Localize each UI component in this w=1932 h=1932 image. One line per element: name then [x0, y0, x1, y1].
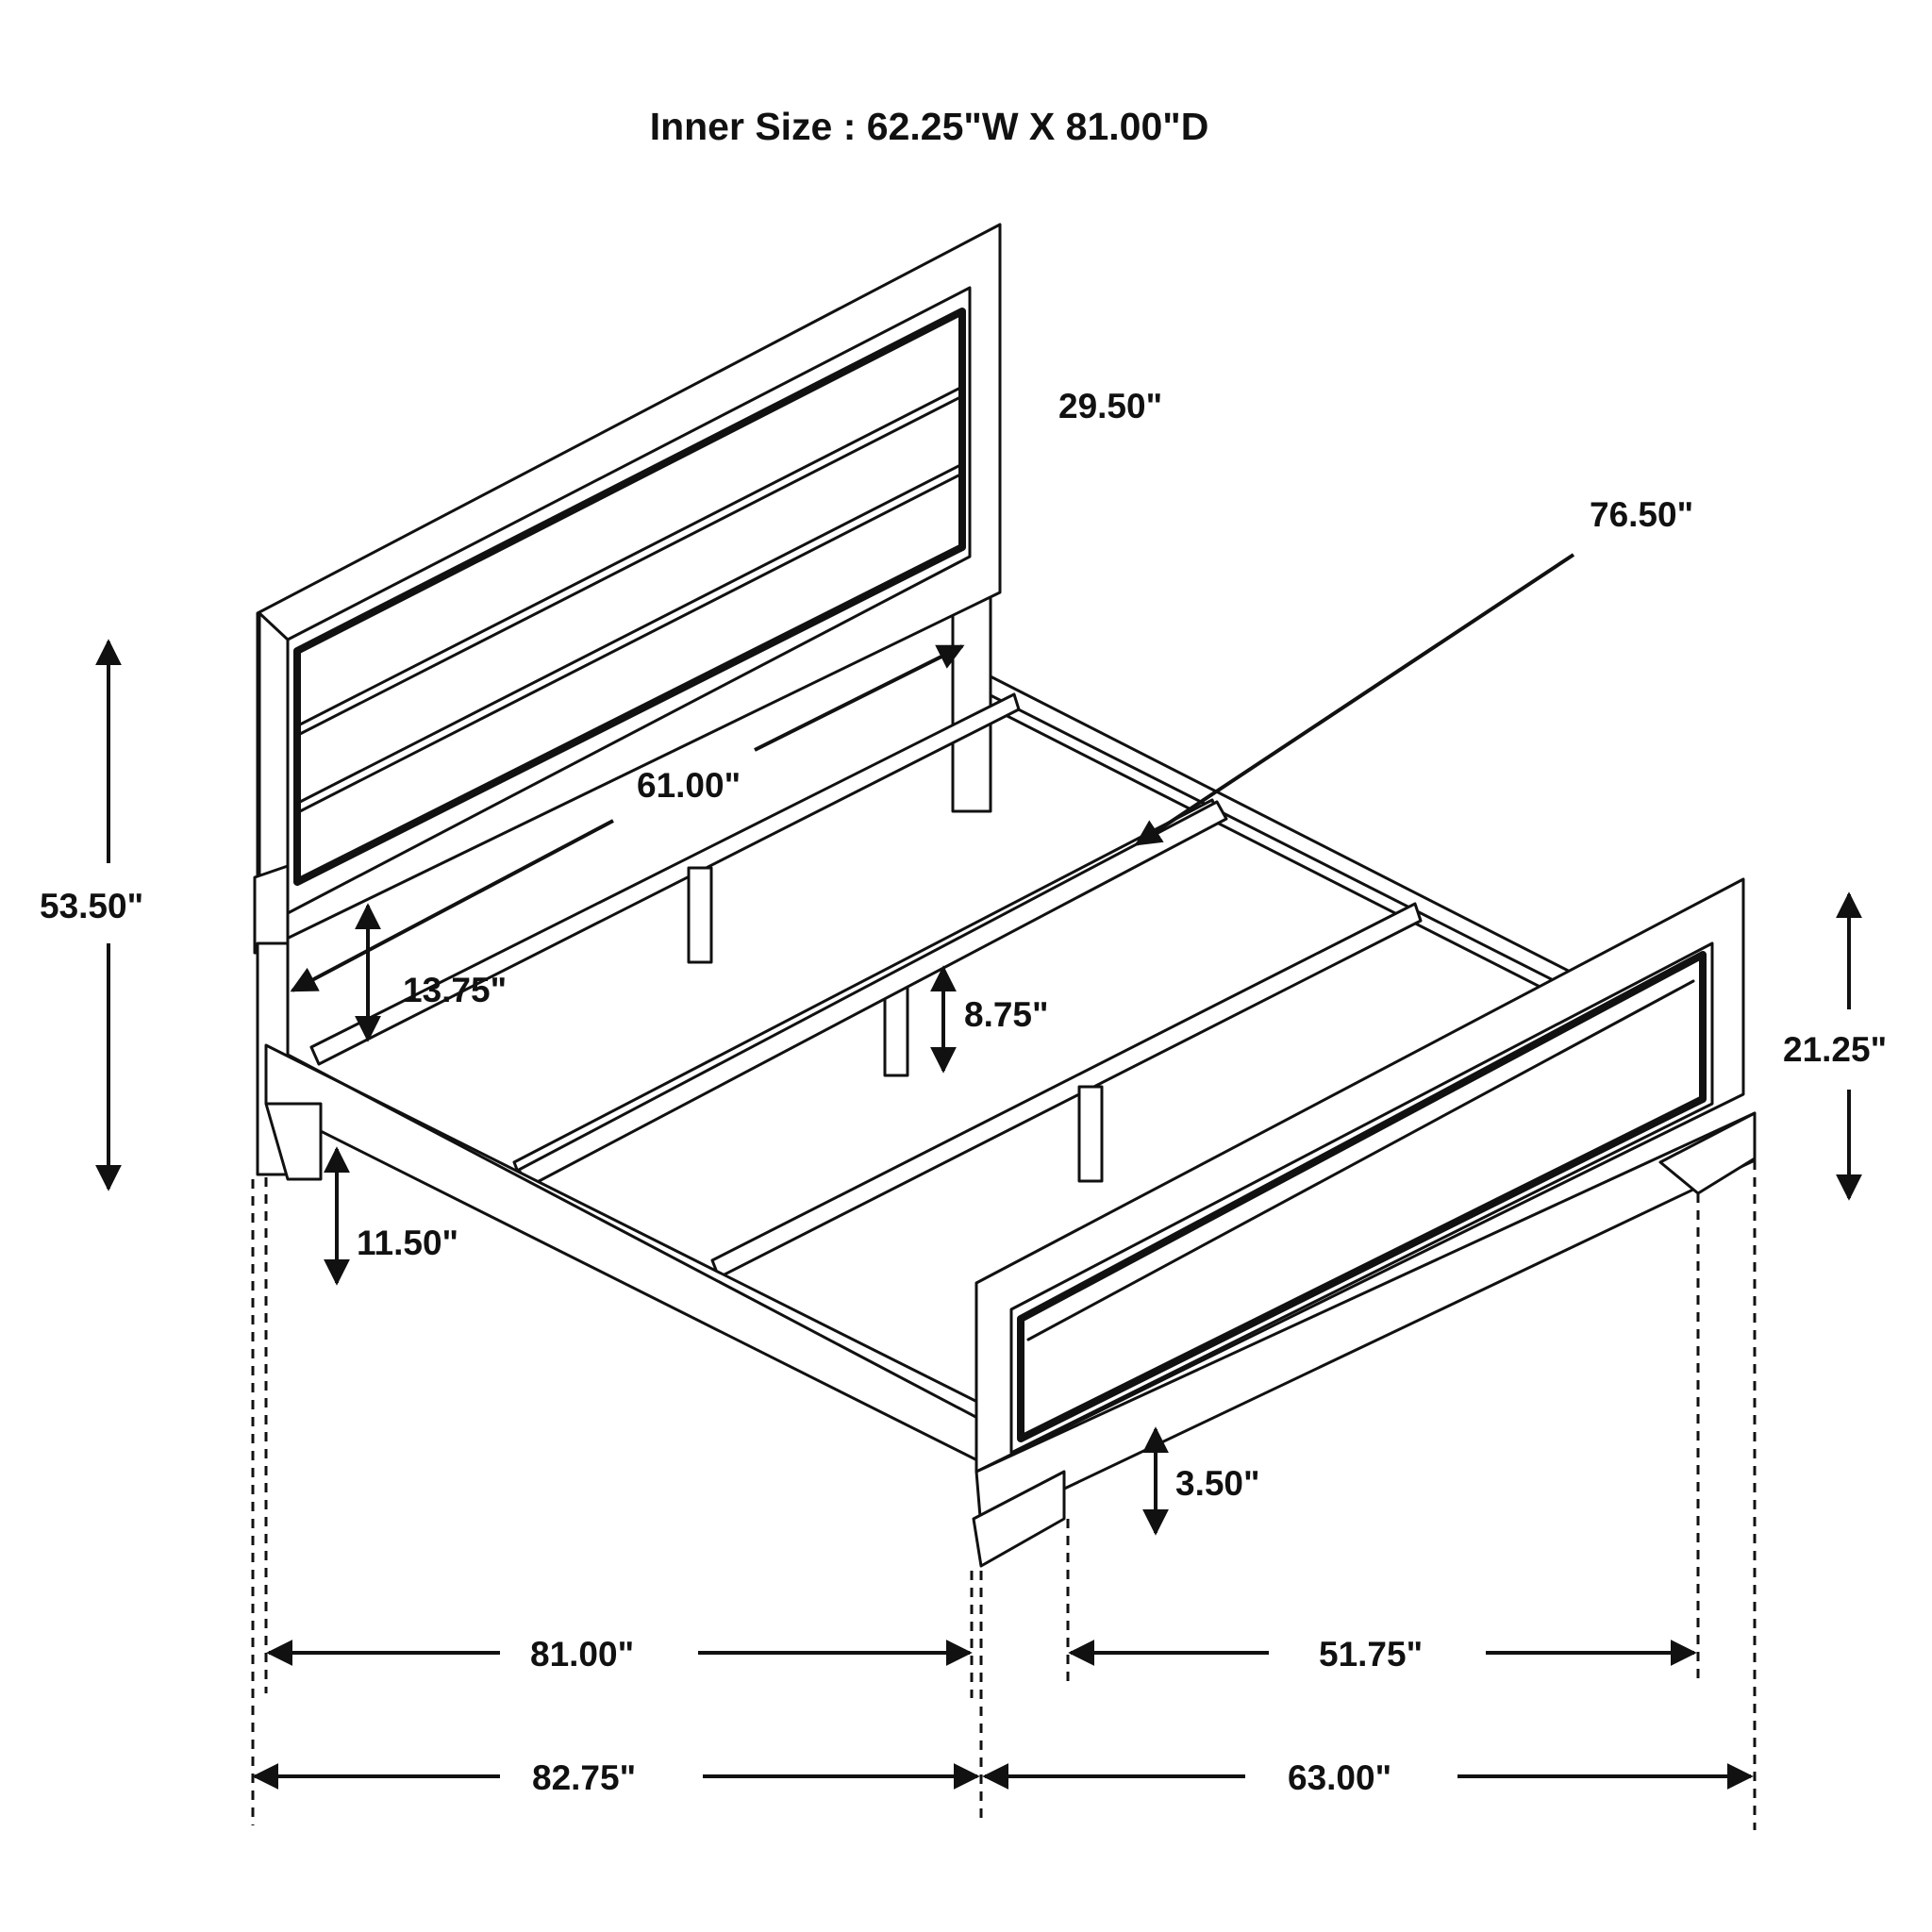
- label-headboard-panel-height: 29.50": [1058, 387, 1162, 425]
- label-rail-clearance: 11.50": [357, 1224, 458, 1262]
- footboard-foot: [1658, 1111, 1757, 1195]
- label-footboard-height: 21.25": [1783, 1030, 1887, 1069]
- headboard: [253, 223, 1002, 955]
- diagram-title: Inner Size : 62.25"W X 81.00"D: [650, 105, 1209, 148]
- dimension-lines: [95, 553, 1862, 1830]
- footboard: [972, 877, 1757, 1568]
- label-overall-length: 82.75": [532, 1758, 636, 1797]
- bed-frame: [253, 223, 1757, 1568]
- back-side-rail: [979, 670, 1591, 1002]
- label-headboard-leg-height: 13.75": [403, 971, 507, 1009]
- dimension-labels: 29.50" 76.50" 61.00" 53.50" 13.75" 8.75"…: [40, 387, 1887, 1797]
- center-rail: [517, 800, 1228, 1189]
- slat-leg: [687, 866, 713, 964]
- headboard-back-leg: [951, 583, 992, 813]
- label-overall-height: 53.50": [40, 887, 143, 925]
- label-overall-width: 63.00": [1288, 1758, 1391, 1797]
- label-slat-leg-height: 8.75": [964, 995, 1049, 1034]
- label-inner-foot-width: 51.75": [1319, 1635, 1423, 1674]
- slat-leg: [1077, 1085, 1104, 1183]
- label-footboard-foot-height: 3.50": [1175, 1464, 1260, 1503]
- label-rail-length-inner: 76.50": [1590, 495, 1693, 534]
- footboard-foot: [972, 1470, 1066, 1568]
- label-headboard-inner-width: 61.00": [637, 766, 741, 805]
- label-inner-length: 81.00": [530, 1635, 634, 1674]
